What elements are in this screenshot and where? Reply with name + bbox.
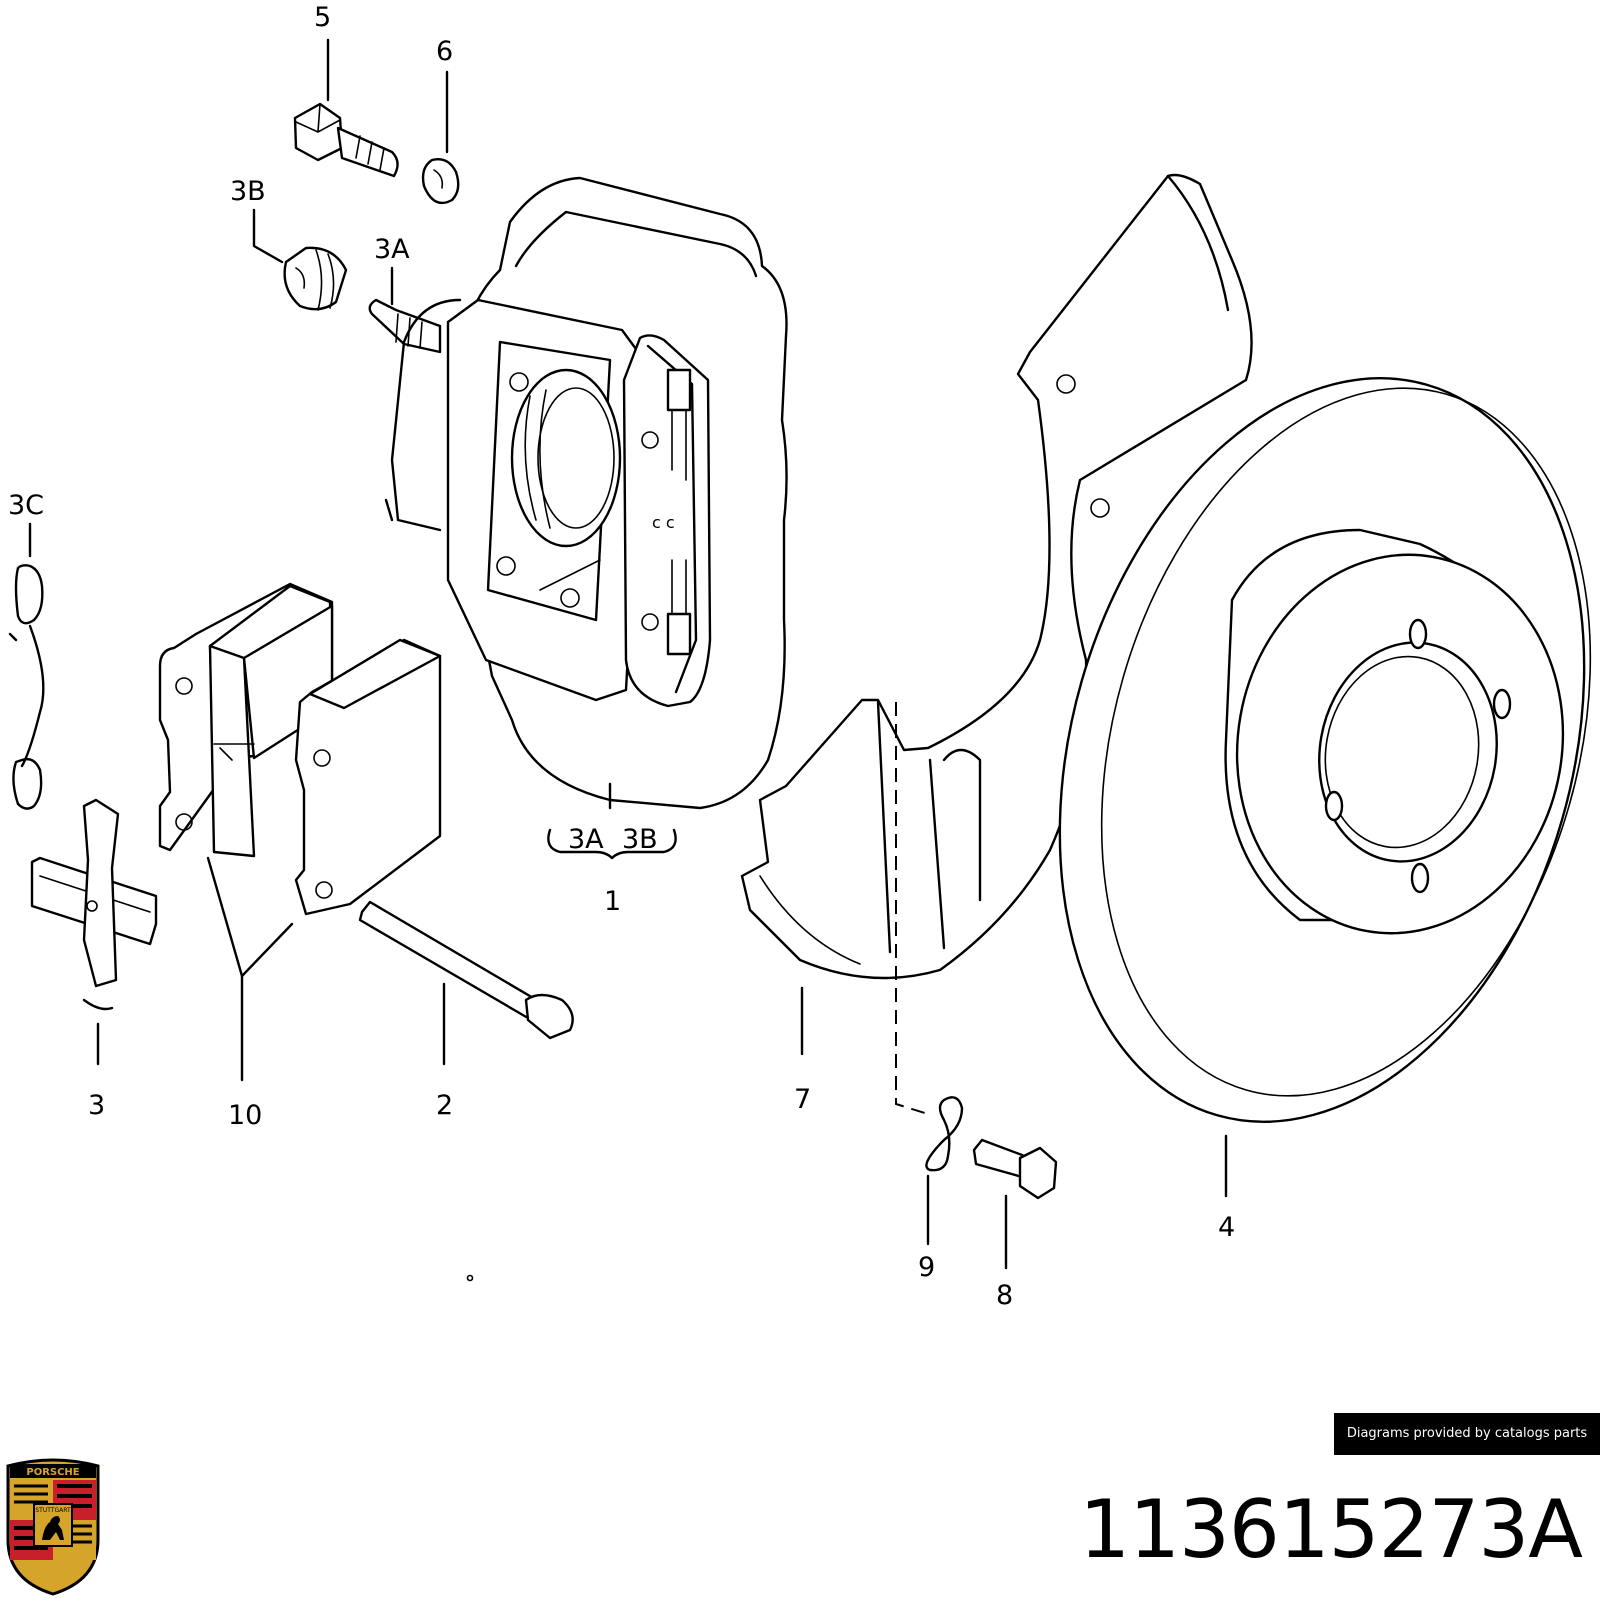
callout-2: 2 [436,1090,453,1121]
callout-9: 9 [918,1252,935,1283]
part-7-splash-shield [740,173,1253,980]
callout-1: 1 [604,886,621,917]
part-3b-dust-cap [283,246,348,311]
part-5-bolt [293,102,399,178]
callout-7: 7 [794,1084,811,1115]
callout-5: 5 [314,2,331,33]
part-3c-spring [8,564,45,810]
svg-text:c c: c c [652,513,675,532]
part-1-caliper: c c [384,176,788,810]
svg-text:PORSCHE: PORSCHE [26,1467,79,1478]
porsche-crest-icon: PORSCHE STUTTGART [6,1458,100,1596]
part-9-retaining-ring [925,1096,964,1172]
svg-text:STUTTGART: STUTTGART [35,1507,71,1514]
callout-3b-top: 3B [230,176,266,207]
part-number: 113615273A [1079,1483,1583,1576]
part-3-clip [30,798,158,1011]
part-4-brake-disc [1058,377,1592,1123]
callout-6: 6 [436,36,453,67]
callout-3: 3 [88,1090,105,1121]
callout-10: 10 [228,1100,262,1131]
part-10-brake-pads [158,582,442,916]
part-2-guide-pin [358,900,574,1040]
diagram-credit-badge: Diagrams provided by catalogs parts [1334,1413,1600,1455]
callout-3c: 3C [8,490,44,521]
callout-3a-top: 3A [374,234,410,265]
callout-3a-bottom: 3A [568,824,604,855]
callout-8: 8 [996,1280,1013,1311]
callout-4: 4 [1218,1212,1235,1243]
part-8-bolt [972,1138,1058,1200]
part-6-washer [421,158,460,205]
callout-3b-bottom: 3B [622,824,658,855]
